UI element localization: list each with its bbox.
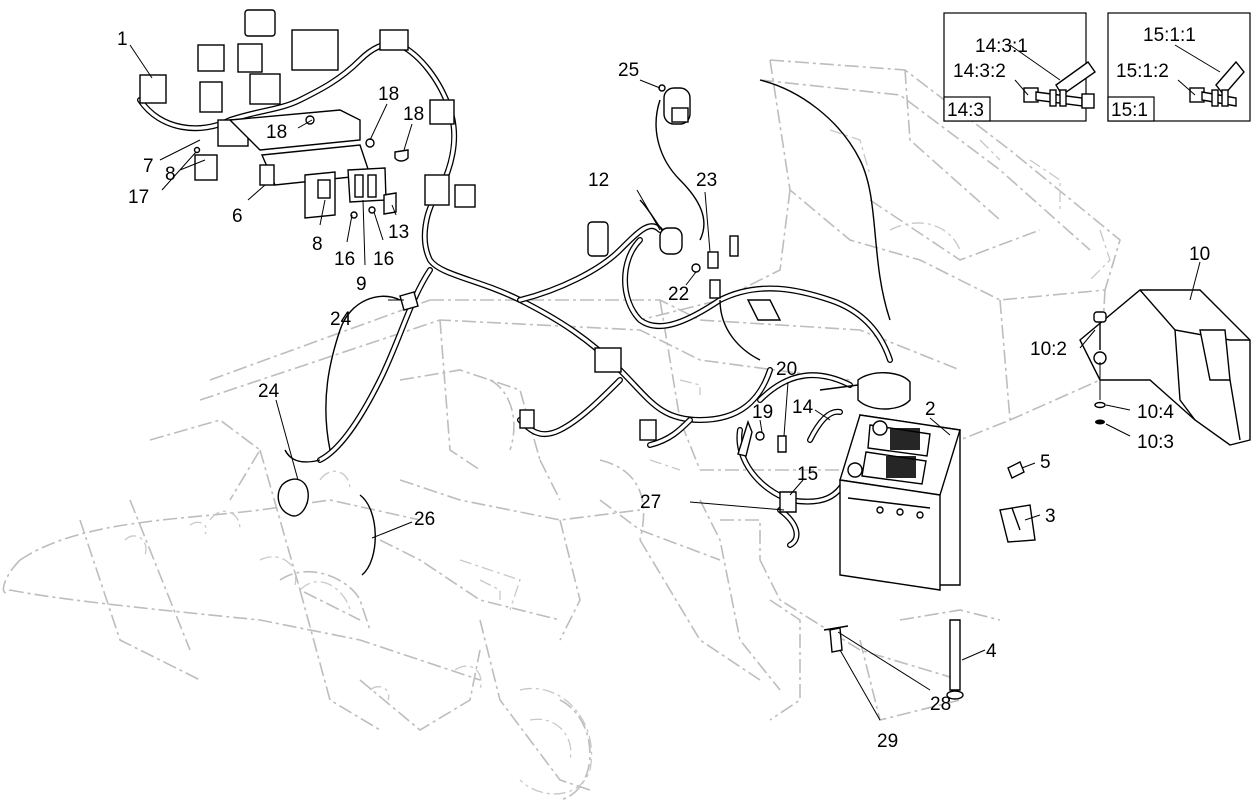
callout-13: 13	[388, 222, 409, 243]
callout-3: 3	[1045, 506, 1056, 527]
inset-14-3-title: 14:3	[947, 100, 984, 121]
callout-1: 1	[117, 29, 128, 50]
callout-2: 2	[925, 399, 936, 420]
callout-6: 6	[232, 206, 243, 227]
callout-8b: 8	[312, 234, 323, 255]
callout-14: 14	[792, 397, 814, 418]
inset-14-3	[943, 12, 1096, 122]
callout-22: 22	[668, 284, 689, 305]
callout-labels: 1 7 17 8 6 18 18 18 8 16 16 9 13 24 25 1…	[117, 25, 1210, 752]
callout-8a: 8	[165, 164, 176, 185]
inset-15-1-title: 15:1	[1111, 100, 1148, 121]
battery-cover	[1079, 289, 1251, 446]
clamps	[277, 291, 419, 576]
inset-15-1-label-b: 15:1:2	[1116, 61, 1169, 82]
callout-29: 29	[877, 731, 898, 752]
callout-26: 26	[414, 509, 435, 530]
callout-20: 20	[776, 359, 797, 380]
callout-5: 5	[1040, 452, 1051, 473]
battery-hardware	[737, 372, 1036, 700]
callout-16b: 16	[373, 249, 394, 270]
callout-10-4: 10:4	[1137, 402, 1174, 423]
callout-17: 17	[128, 187, 149, 208]
callout-25: 25	[618, 60, 639, 81]
callout-10-2: 10:2	[1030, 339, 1067, 360]
sensor-parts	[519, 84, 782, 441]
callout-24a: 24	[330, 309, 352, 330]
callout-9: 9	[356, 274, 367, 295]
callout-12: 12	[588, 170, 609, 191]
callout-18a: 18	[266, 122, 287, 143]
callout-23: 23	[696, 170, 717, 191]
battery	[839, 414, 961, 591]
inset-14-3-label-a: 14:3:1	[975, 36, 1028, 57]
callout-16a: 16	[334, 249, 355, 270]
inset-15-1-label-a: 15:1:1	[1143, 25, 1196, 46]
callout-18c: 18	[403, 104, 424, 125]
callout-27: 27	[640, 492, 661, 513]
callout-10: 10	[1189, 244, 1210, 265]
leader-lines	[129, 44, 1221, 721]
inset-15-1	[1107, 12, 1251, 122]
callout-10-3: 10:3	[1137, 432, 1174, 453]
callout-4: 4	[986, 641, 997, 662]
callout-18b: 18	[378, 84, 399, 105]
callout-7: 7	[143, 156, 154, 177]
callout-28: 28	[930, 694, 951, 715]
relay-bracket-assembly	[139, 9, 476, 219]
callout-19: 19	[752, 402, 773, 423]
callout-15: 15	[797, 464, 818, 485]
inset-14-3-label-b: 14:3:2	[953, 61, 1006, 82]
callout-24b: 24	[258, 381, 280, 402]
